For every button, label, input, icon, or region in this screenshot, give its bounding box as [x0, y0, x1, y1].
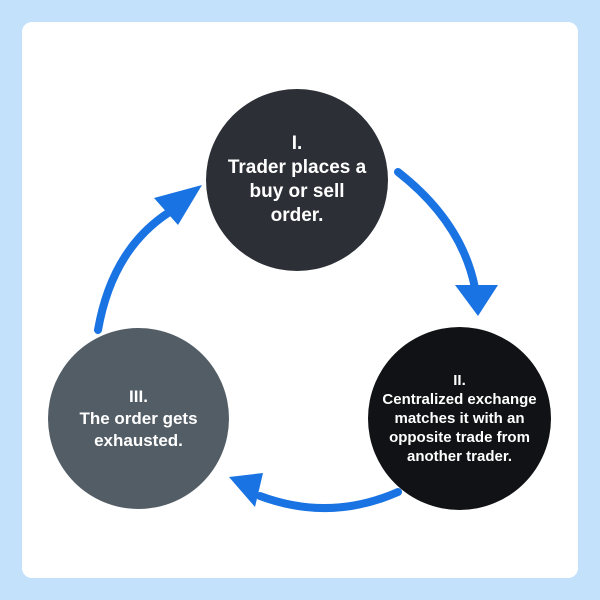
arrowhead-step2 — [455, 285, 498, 316]
step-1-number: I. — [291, 133, 303, 154]
arrow-step2-to-step3 — [256, 488, 402, 513]
step-3-circle: III. The order gets exhausted. — [48, 328, 229, 509]
arrowhead-step3 — [229, 473, 263, 507]
step-2-number: II. — [453, 372, 466, 389]
step-1-circle: I. Trader places a buy or sell order. — [206, 89, 388, 271]
arrow-step1-to-step2 — [394, 168, 479, 292]
step-3-text: The order gets exhausted. — [79, 408, 198, 450]
step-2-circle: II. Centralized exchange matches it with… — [368, 327, 551, 510]
step-1-text: Trader places a buy or sell order. — [227, 157, 367, 226]
step-3-number: III. — [129, 386, 148, 406]
arrowhead-step1 — [154, 185, 202, 225]
arrow-step3-to-step1 — [94, 209, 172, 334]
step-2-text: Centralized exchange matches it with an … — [382, 391, 537, 465]
